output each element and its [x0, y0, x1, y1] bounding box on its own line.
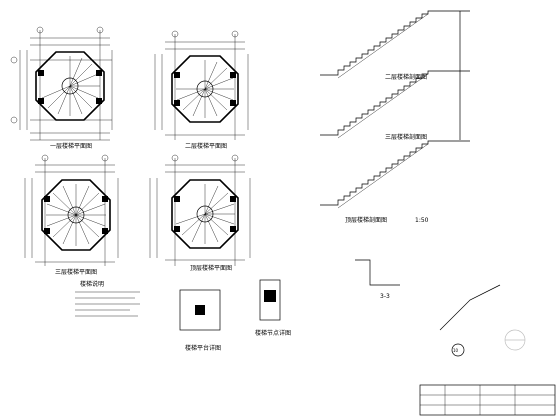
plan-2-center-newel [196, 80, 214, 98]
detail-4-label: 10 [453, 348, 459, 353]
plan-1-octagon-wall [35, 51, 105, 121]
plan-3-octagon-wall [41, 179, 111, 251]
section-1: 二层楼梯剖面图 [320, 10, 470, 140]
plan-3-center-newel [67, 206, 85, 224]
plan-4-column [230, 196, 236, 202]
detail-3-label: 3-3 [380, 293, 390, 300]
plan-1: 一层楼梯平面图 [10, 26, 113, 150]
plan-4-axis-bubble [231, 154, 239, 162]
detail-2-frame [259, 279, 281, 321]
plan-2-column [230, 72, 236, 78]
section-2-title: 三层楼梯剖面图 [385, 133, 427, 141]
plan-1-axis-bubble [36, 26, 44, 34]
detail-1-title: 楼梯平台详图 [185, 344, 221, 352]
section-3-title: 顶层楼梯剖面图 [345, 216, 387, 224]
plan-4-column [230, 226, 236, 232]
plan-2-stair-treads [176, 60, 234, 118]
plan-3-column [44, 228, 50, 234]
detail-4-bubble [451, 343, 465, 357]
detail-1: 楼梯平台详图 [179, 289, 221, 352]
plan-2-axis-bubble [171, 30, 179, 38]
plan-2-column [230, 100, 236, 106]
section-1-stair-profile [320, 10, 470, 76]
plan-4: 顶层楼梯平面图 [149, 154, 251, 272]
plan-1-title: 一层楼梯平面图 [50, 142, 92, 150]
section-2-stair-profile [320, 70, 470, 136]
plan-4-octagon-wall [171, 179, 239, 249]
plan-3: 三层楼梯平面图 [24, 154, 119, 276]
section-3-stair-profile [320, 140, 470, 206]
section-3-stringer [337, 143, 429, 209]
plan-1-axis-bubble [10, 56, 18, 64]
detail-2-title: 楼梯节点详图 [255, 329, 291, 337]
plan-3-axis-bubble [101, 154, 109, 162]
plan-4-center-newel [196, 205, 214, 223]
plan-2-column [174, 72, 180, 78]
plan-3-title: 三层楼梯平面图 [55, 268, 97, 276]
detail-2-column [264, 290, 276, 302]
title-block-grid [420, 385, 555, 415]
plan-2: 二层楼梯平面图 [154, 30, 249, 150]
plan-1-column [96, 98, 102, 104]
detail-1-frame [179, 289, 221, 331]
plan-1-dimension-lines [19, 30, 113, 141]
plan-1-center-newel [61, 77, 79, 95]
notes-title: 楼梯说明 [80, 280, 104, 288]
plan-1-column [38, 70, 44, 76]
plan-3-column [102, 228, 108, 234]
detail-4: 10 [439, 284, 501, 357]
watermark-logo [504, 329, 526, 351]
detail-3: 3-3 [355, 259, 400, 300]
title-block [419, 384, 556, 416]
plan-1-column [38, 98, 44, 104]
plan-1-stair-treads [41, 56, 100, 116]
plan-2-octagon-wall [171, 55, 239, 123]
plan-4-column [174, 196, 180, 202]
title-block-frame [419, 384, 556, 416]
plan-2-column [174, 100, 180, 106]
plan-3-dimension-lines [24, 158, 119, 266]
section-3: 顶层楼梯剖面图 1:50 [320, 140, 470, 224]
detail-2: 楼梯节点详图 [255, 279, 291, 337]
plan-3-column [44, 196, 50, 202]
section-1-stringer [337, 13, 429, 79]
plan-1-column [96, 70, 102, 76]
plan-2-dimension-lines [154, 34, 249, 140]
detail-4-profile [439, 284, 501, 331]
plan-4-dimension-lines [149, 158, 251, 266]
detail-1-column [195, 305, 205, 315]
section-2: 三层楼梯剖面图 [320, 70, 470, 141]
notes-block: 楼梯说明 [75, 280, 140, 317]
section-3-scale: 1:50 [415, 217, 429, 224]
plan-2-title: 二层楼梯平面图 [185, 142, 227, 150]
plan-1-axis-bubble [10, 116, 18, 124]
plan-4-stair-treads [175, 184, 235, 244]
plan-4-title: 顶层楼梯平面图 [190, 264, 232, 272]
plan-3-column [102, 196, 108, 202]
detail-3-profile [355, 259, 400, 286]
section-1-title: 二层楼梯剖面图 [385, 73, 427, 81]
plan-3-axis-bubble [41, 154, 49, 162]
plan-4-column [174, 226, 180, 232]
plan-4-axis-bubble [171, 154, 179, 162]
plan-3-stair-treads [46, 184, 106, 246]
section-2-stringer [337, 73, 429, 139]
notes-text-lines [75, 291, 140, 317]
plan-1-axis-bubble [96, 26, 104, 34]
plan-2-axis-bubble [231, 30, 239, 38]
